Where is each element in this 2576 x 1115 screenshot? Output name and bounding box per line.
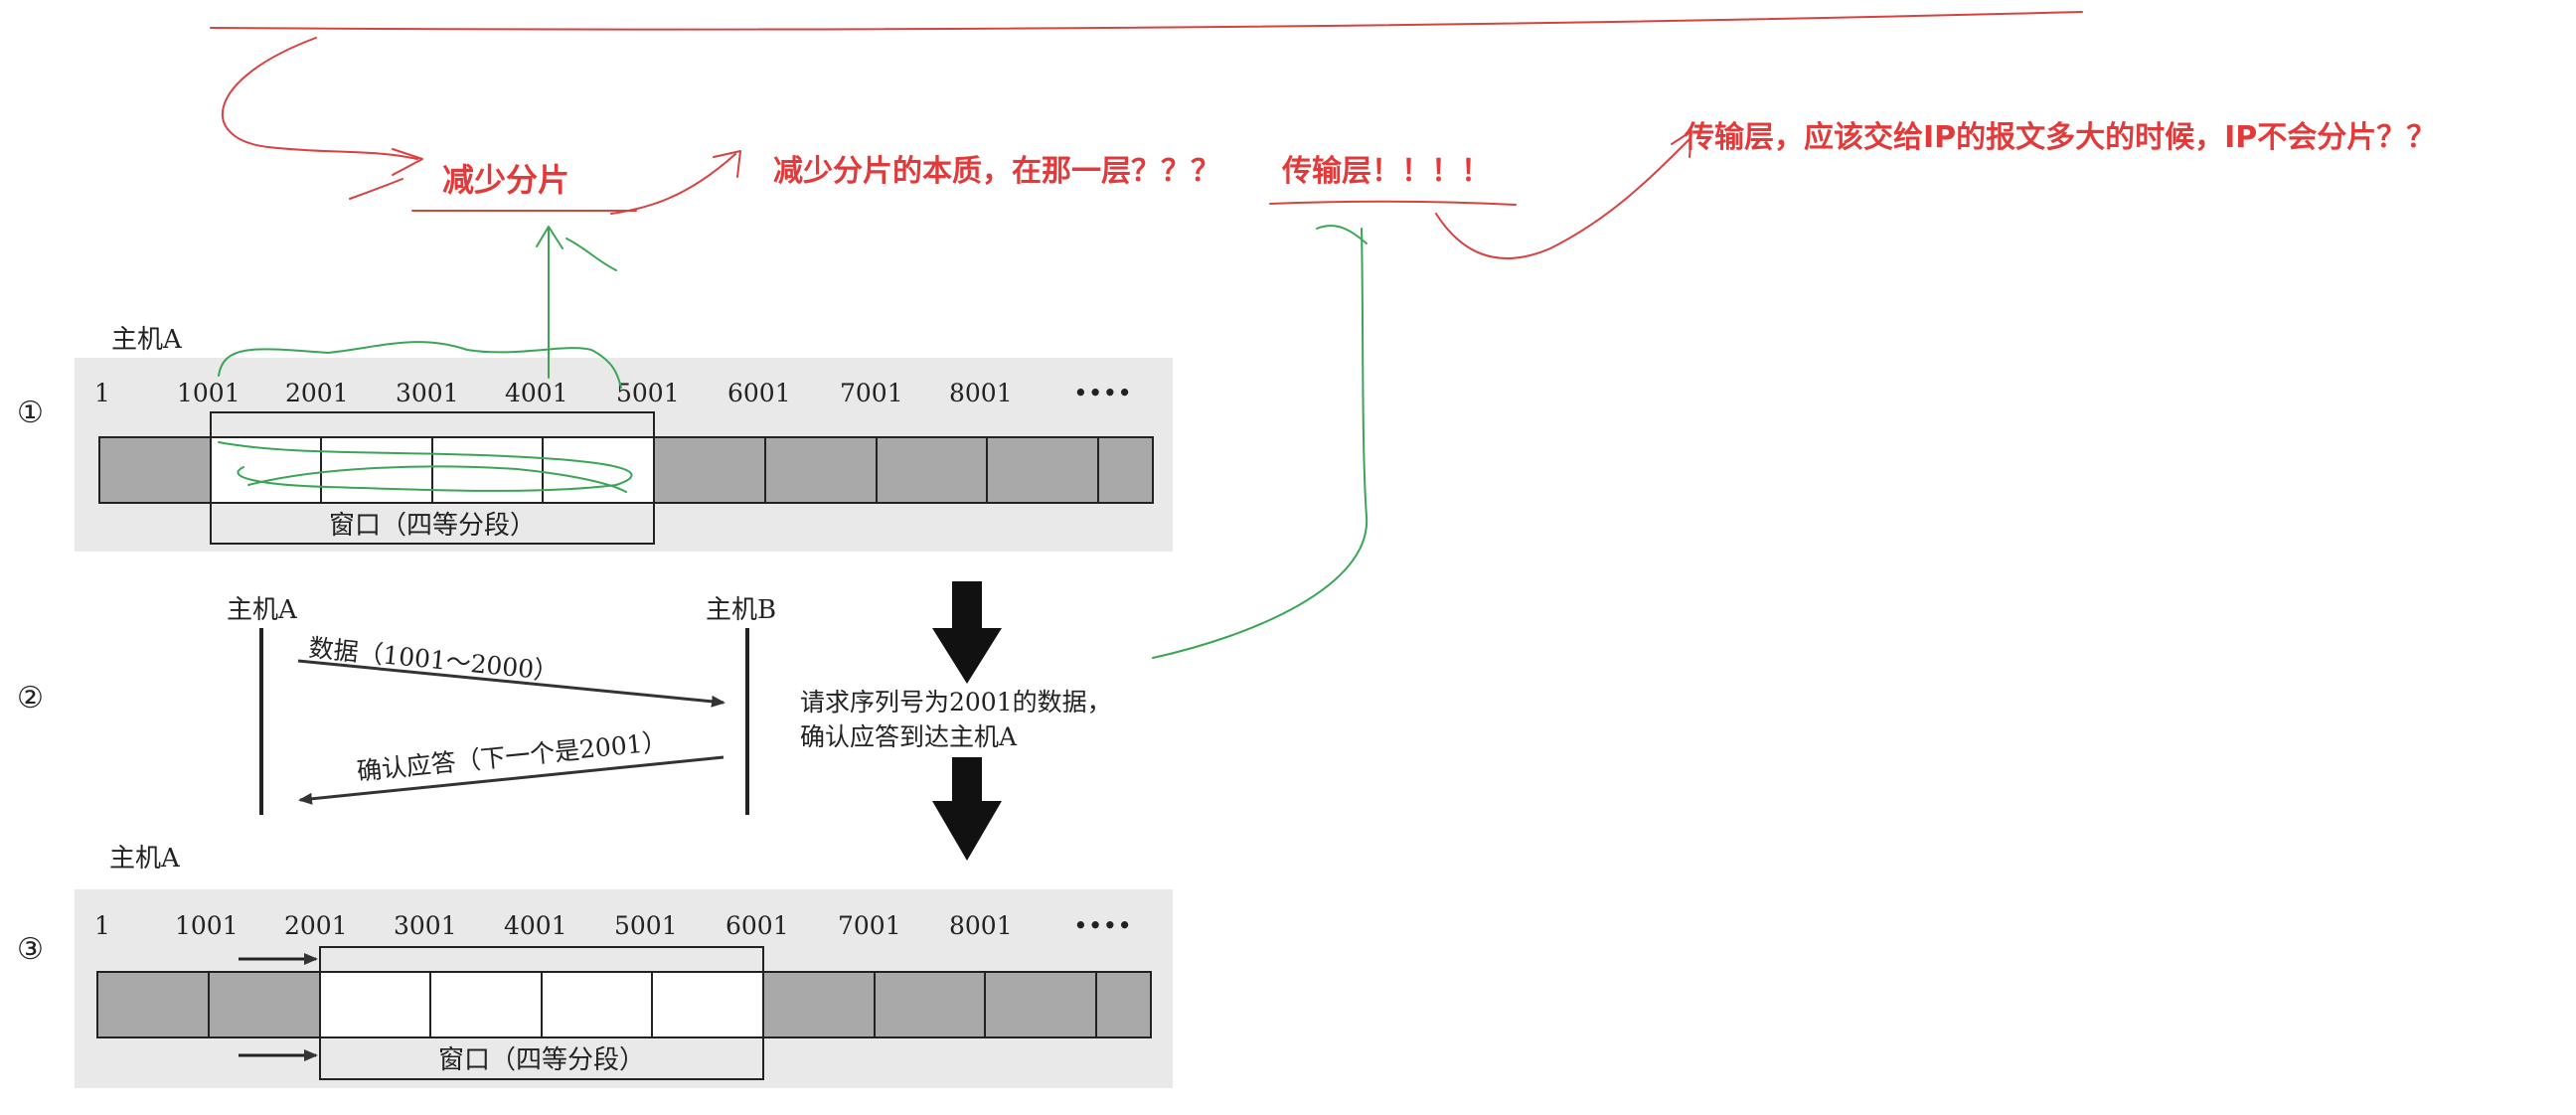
host-b-label: 主机B: [706, 595, 776, 625]
tick-label: 6001: [725, 911, 789, 940]
annotation-transport-layer: 传输层！！！！: [1281, 154, 1491, 189]
ink-green-scribble: [218, 441, 633, 492]
tick-label: 8001: [949, 379, 1013, 407]
ink-top-line: [210, 11, 2083, 31]
tick-label: ••••: [1073, 911, 1132, 940]
ink-green-brace: [218, 341, 622, 389]
tick-label: 7001: [838, 911, 901, 940]
ink-loop: [221, 37, 418, 160]
ink-green-arrow-2: [1152, 228, 1368, 659]
annotation-question-layer: 减少分片的本质，在那一层？？？: [773, 154, 1220, 189]
window-frame: [319, 946, 764, 1080]
panel-3-marker: ③: [17, 932, 44, 967]
window-frame: [210, 411, 655, 545]
tick-label: 7001: [840, 379, 903, 407]
annotations: 减少分片 减少分片的本质，在那一层？？？ 传输层！！！！ 传输层，应该交给IP的…: [442, 120, 2436, 199]
ink-green-scribble: [565, 238, 617, 271]
annotation-reduce-fragment: 减少分片: [442, 161, 569, 199]
panel-3: 主机A ③ 1 1001 2001 3001 4001 5001 6001 70…: [17, 844, 1173, 1088]
tick-label: 2001: [284, 911, 348, 940]
panel-3-host-label: 主机A: [109, 844, 181, 874]
annotation-ip-fragment-question: 传输层，应该交给IP的报文多大的时候，IP不会分片？？: [1684, 120, 2436, 155]
tick-label: ••••: [1073, 379, 1132, 407]
handwritten-ink: [210, 11, 2083, 659]
ink-green-scribble: [247, 465, 627, 493]
note-line-2: 确认应答到达主机A: [800, 722, 1018, 751]
panel-1-window-caption: 窗口（四等分段）: [329, 511, 536, 541]
ink-arrowhead: [1316, 225, 1368, 244]
panel-1-host-label: 主机A: [111, 325, 183, 355]
panel-3-ticks: 1 1001 2001 3001 4001 5001 6001 7001 800…: [94, 911, 1132, 940]
ink-dash: [349, 178, 403, 200]
note-line-1: 请求序列号为2001的数据，: [800, 688, 1112, 717]
tick-label: 4001: [504, 911, 567, 940]
tick-label: 1: [94, 911, 110, 940]
tick-label: 3001: [394, 911, 457, 940]
panel-2-marker: ②: [17, 681, 44, 716]
tick-label: 1: [94, 379, 110, 407]
ink-underline-2: [1269, 200, 1517, 206]
tick-label: 1001: [175, 911, 239, 940]
tick-label: 5001: [616, 379, 680, 407]
host-a-label: 主机A: [227, 595, 298, 625]
tick-label: 2001: [285, 379, 349, 407]
panel-1-marker: ①: [17, 396, 44, 430]
ink-arrow-1: [610, 153, 736, 215]
ink-arrowhead: [392, 148, 423, 176]
panel-3-window-caption: 窗口（四等分段）: [438, 1045, 645, 1075]
tick-label: 4001: [505, 379, 568, 407]
big-down-arrow-2: [932, 757, 1002, 861]
data-message-label: 数据（1001～2000）: [307, 633, 560, 686]
data-arrow: [297, 659, 725, 708]
ink-arrowhead: [536, 226, 564, 249]
tick-label: 8001: [949, 911, 1013, 940]
ack-arrow: [298, 755, 724, 805]
tick-label: 6001: [727, 379, 791, 407]
panel-3-sequence-bar: [96, 971, 1152, 1038]
tick-label: 5001: [614, 911, 678, 940]
big-down-arrow-1: [932, 581, 1002, 684]
panel-1: 主机A ① 1 1001 2001 3001 4001 5001 6001 70…: [17, 325, 1173, 552]
tick-label: 3001: [396, 379, 459, 407]
ink-arrow-2: [1435, 138, 1690, 260]
tick-label: 1001: [177, 379, 241, 407]
ink-arrowhead: [1671, 130, 1692, 158]
ink-arrowhead: [713, 150, 741, 178]
panel-1-ticks: 1 1001 2001 3001 4001 5001 6001 7001 800…: [94, 379, 1132, 407]
